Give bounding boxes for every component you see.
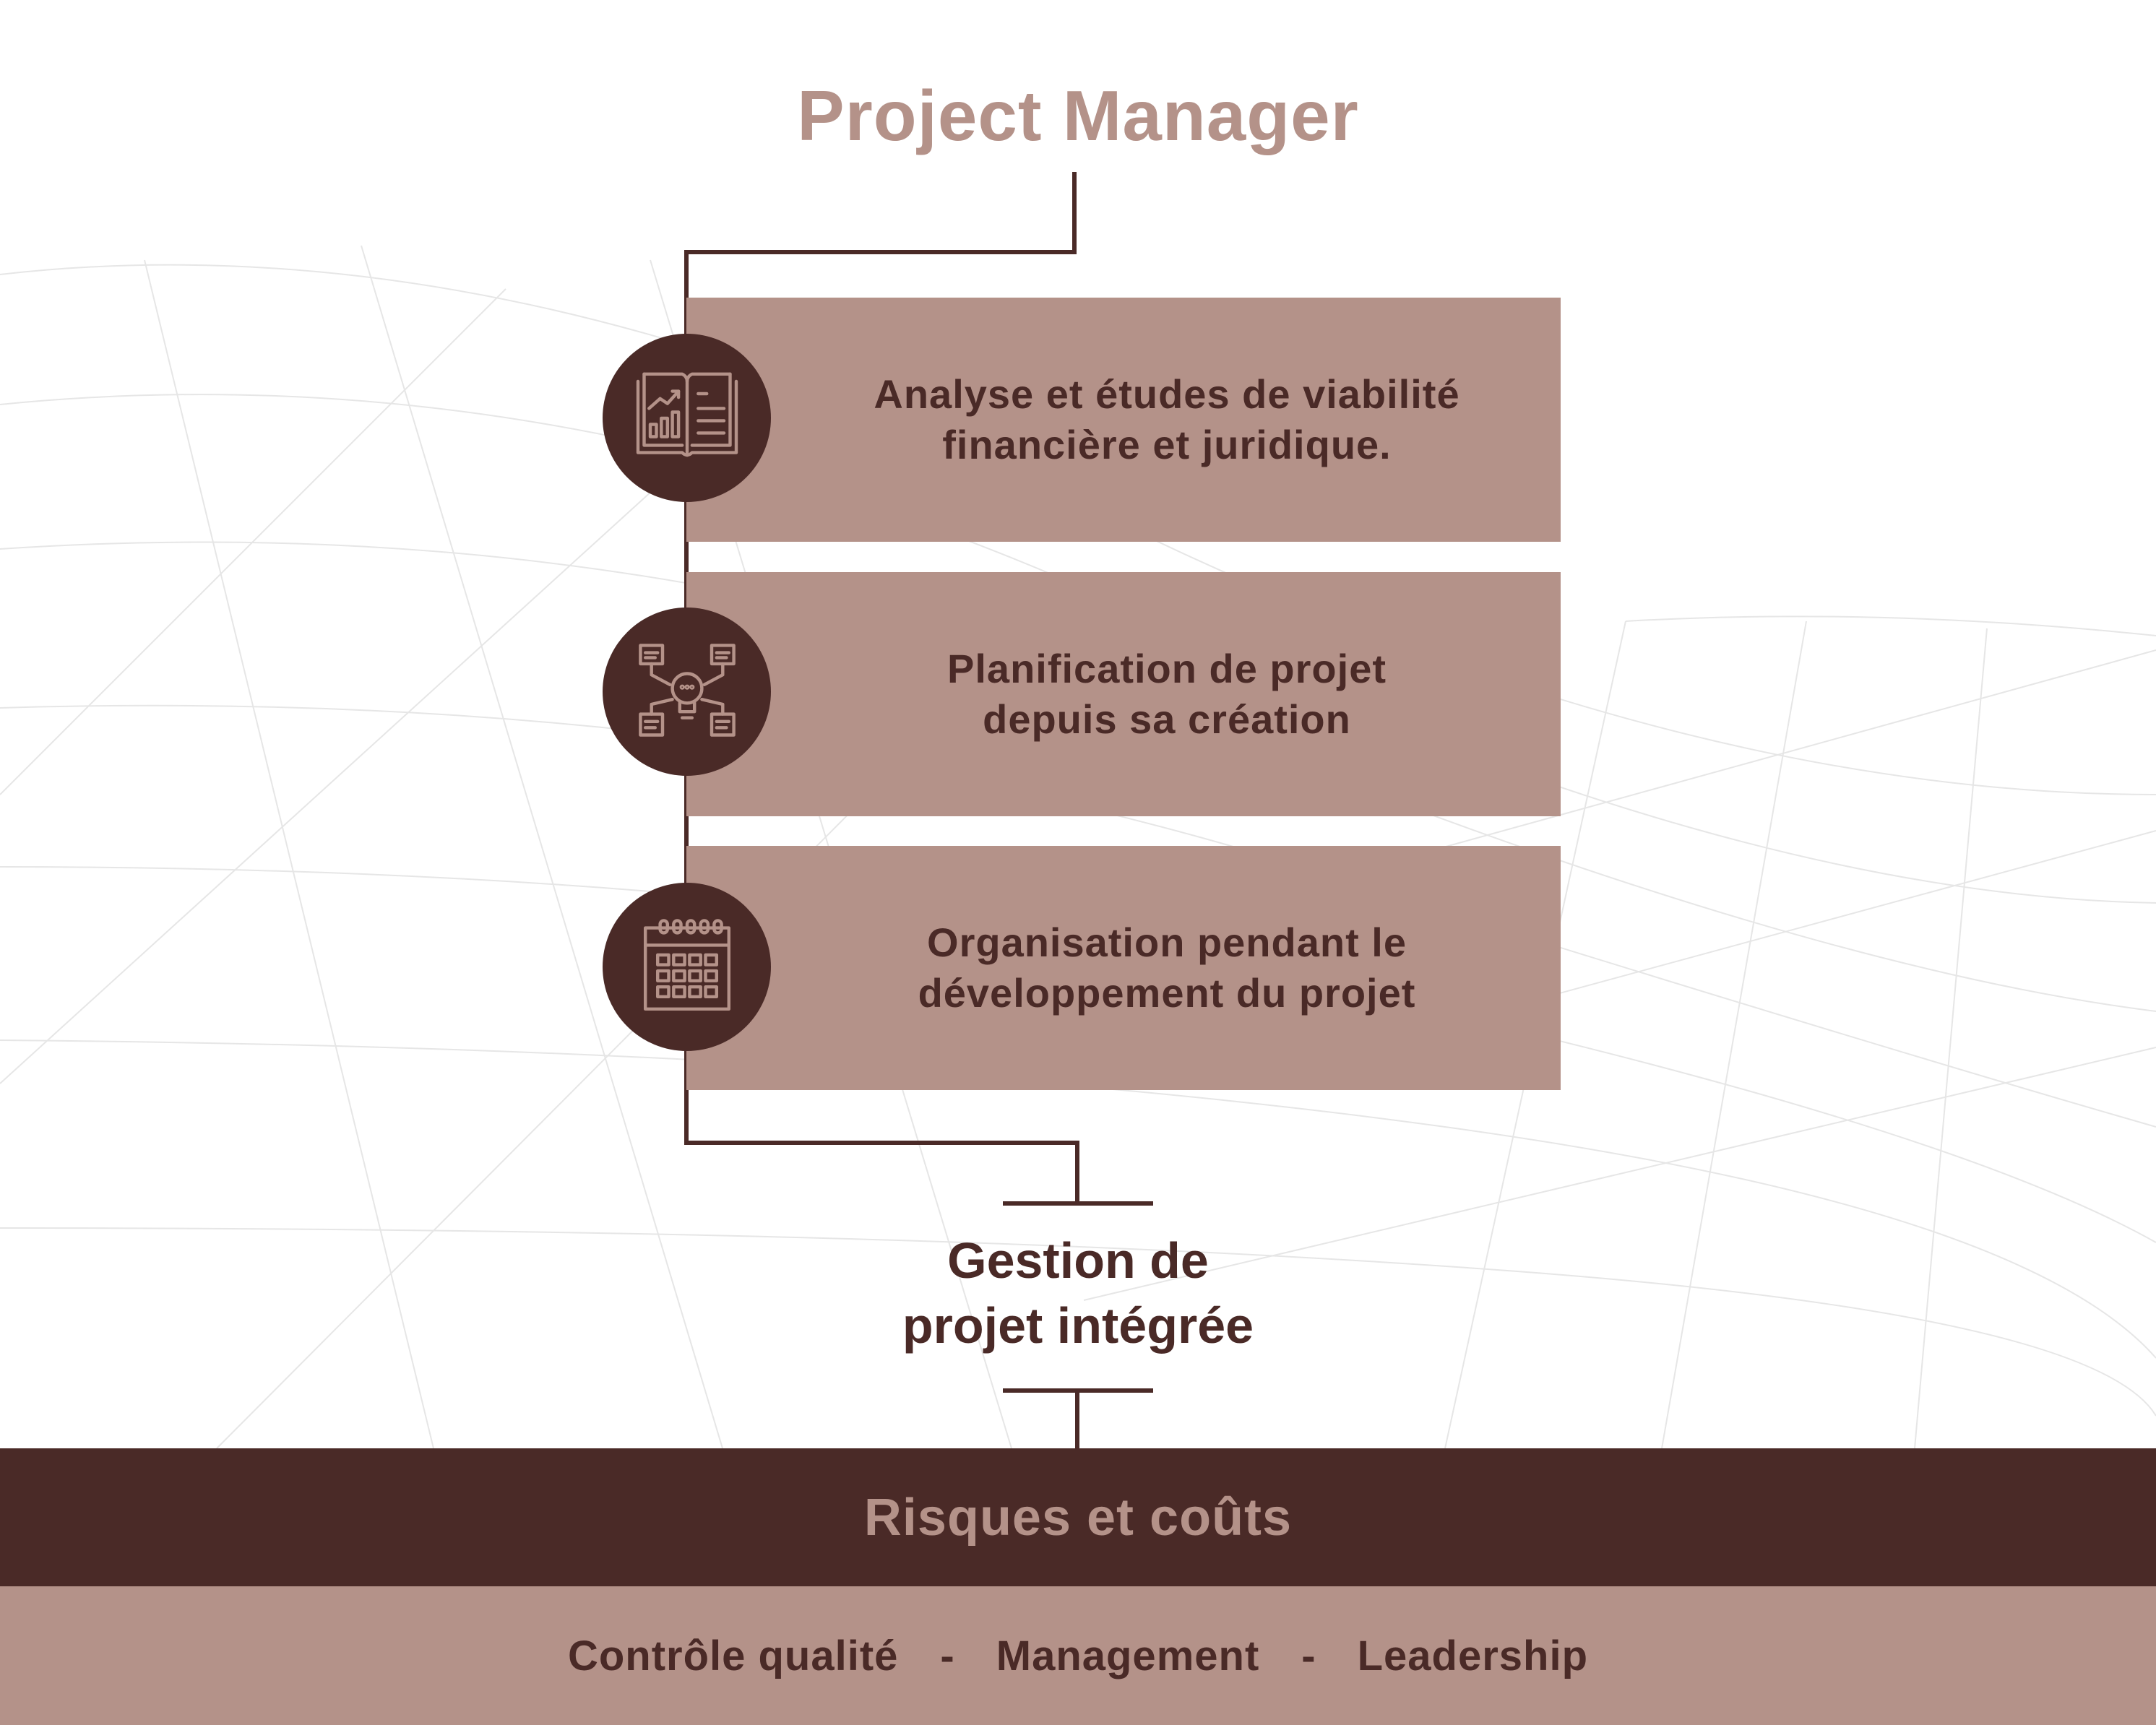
step-text-line: financière et juridique. bbox=[942, 422, 1392, 467]
step-box-organisation: Organisation pendant le développement du… bbox=[686, 846, 1561, 1090]
step-text-line: Organisation pendant le bbox=[927, 920, 1407, 965]
skill-item: Leadership bbox=[1357, 1632, 1589, 1679]
skill-separator: - bbox=[940, 1632, 954, 1679]
financial-report-book-icon bbox=[603, 334, 771, 502]
result-line: projet intégrée bbox=[902, 1297, 1254, 1354]
skill-item: Management bbox=[996, 1632, 1260, 1679]
calendar-icon bbox=[603, 883, 771, 1051]
risks-band-label: Risques et coûts bbox=[863, 1488, 1293, 1547]
skill-item: Contrôle qualité bbox=[567, 1632, 899, 1679]
skills-band: Contrôle qualité - Management - Leadersh… bbox=[0, 1586, 2156, 1725]
risks-band: Risques et coûts bbox=[0, 1448, 2156, 1586]
skill-separator: - bbox=[1301, 1632, 1316, 1679]
idea-planning-icon bbox=[603, 608, 771, 776]
step-text: Analyse et études de viabilité financièr… bbox=[806, 369, 1528, 470]
integrated-management-label: Gestion de projet intégrée bbox=[0, 1228, 2156, 1358]
step-box-project-planning: Planification de projet depuis sa créati… bbox=[686, 572, 1561, 816]
step-text: Planification de projet depuis sa créati… bbox=[806, 644, 1528, 745]
step-text-line: Analyse et études de viabilité bbox=[874, 371, 1460, 417]
step-text-line: depuis sa création bbox=[983, 696, 1351, 742]
page-title: Project Manager bbox=[797, 76, 1359, 155]
step-text-line: Planification de projet bbox=[947, 646, 1387, 691]
step-text-line: développement du projet bbox=[918, 970, 1416, 1016]
result-line: Gestion de bbox=[947, 1232, 1209, 1289]
step-text: Organisation pendant le développement du… bbox=[806, 917, 1528, 1019]
step-box-financial-analysis: Analyse et études de viabilité financièr… bbox=[686, 298, 1561, 542]
